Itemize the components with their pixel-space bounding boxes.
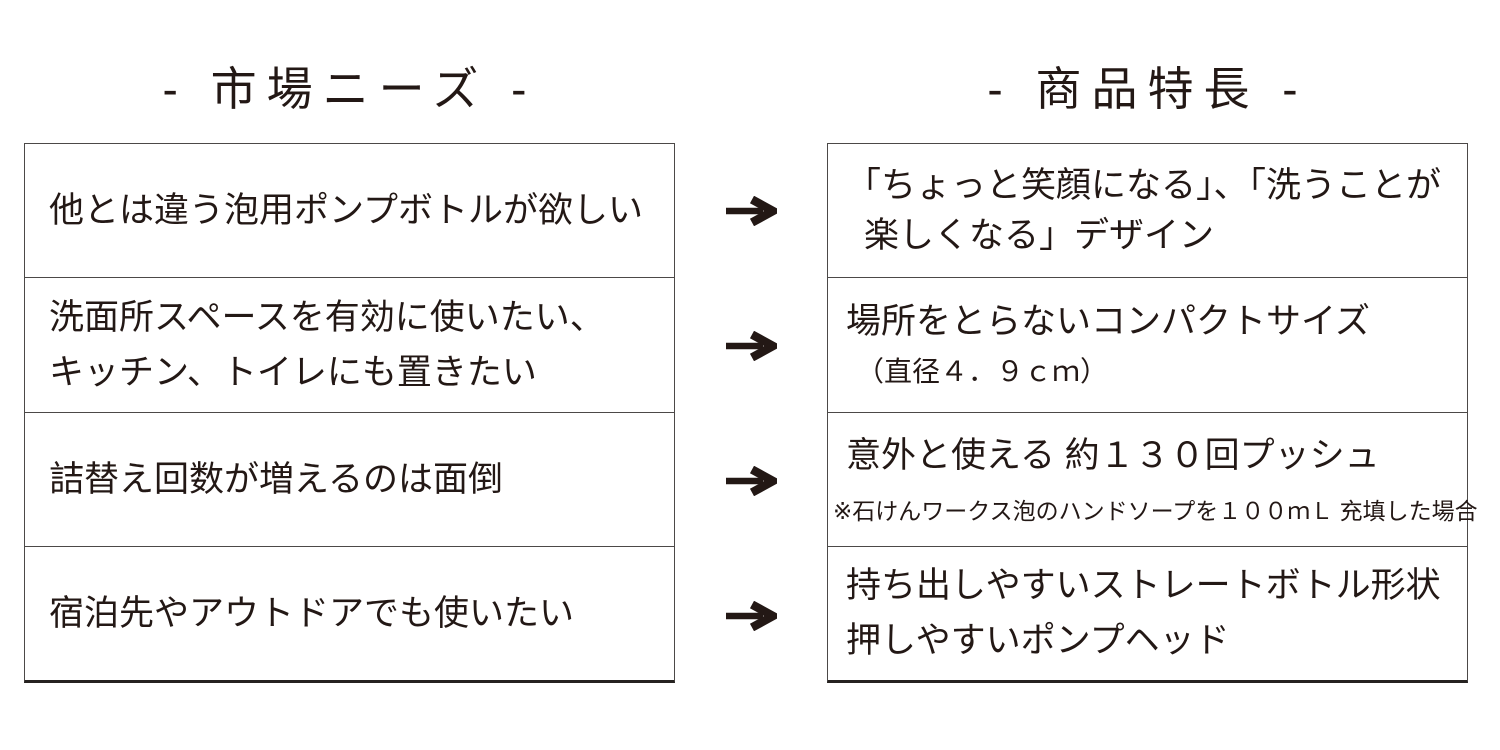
table-row: 「ちょっと笑顔になる」、「洗うことが 楽しくなる」デザイン: [828, 144, 1467, 277]
feature-text: 押しやすいポンプヘッド: [846, 621, 1230, 661]
right-arrow-icon: [726, 465, 777, 496]
market-needs-title: - 市場ニーズ -: [162, 63, 537, 115]
table-row: 他とは違う泡用ポンプボトルが欲しい: [25, 144, 674, 277]
arrow-cell: [675, 143, 827, 278]
arrow-cell: [675, 278, 827, 413]
right-arrow-icon: [726, 330, 777, 361]
table-row: 持ち出しやすいストレートボトル形状 押しやすいポンプヘッド: [828, 545, 1467, 680]
table-row: 洗面所スペースを有効に使いたい、 キッチン、トイレにも置きたい: [25, 277, 674, 411]
feature-footnote: ※石けんワークス泡のハンドソープを１００ｍＬ 充填した場合: [833, 497, 1478, 524]
product-features-table: 「ちょっと笑顔になる」、「洗うことが 楽しくなる」デザイン 場所をとらないコンパ…: [827, 143, 1478, 683]
right-arrow-icon: [726, 600, 777, 631]
right-arrow-icon: [726, 195, 777, 226]
arrow-cell: [675, 413, 827, 548]
need-text: キッチン、トイレにも置きたい: [49, 352, 537, 392]
table-row: 宿泊先やアウトドアでも使いたい: [25, 545, 674, 680]
product-features-title: - 商品特長 -: [987, 63, 1308, 115]
need-text: 宿泊先やアウトドアでも使いたい: [49, 593, 575, 633]
arrow-cell: [675, 548, 827, 683]
table-row: 意外と使える 約１３０回プッシュ ※石けんワークス泡のハンドソープを１００ｍＬ …: [828, 411, 1478, 546]
need-text: 他とは違う泡用ポンプボトルが欲しい: [49, 191, 643, 231]
arrow-column: [675, 143, 827, 683]
need-text: 洗面所スペースを有効に使いたい、: [49, 297, 605, 337]
feature-text: 意外と使える 約１３０回プッシュ: [846, 435, 1380, 475]
feature-text: 場所をとらないコンパクトサイズ: [846, 302, 1370, 342]
feature-text: 楽しくなる」デザイン: [864, 215, 1215, 255]
need-text: 詰替え回数が増えるのは面倒: [49, 459, 503, 499]
table-row: 場所をとらないコンパクトサイズ （直径４．９ｃｍ）: [828, 277, 1467, 411]
feature-text: 持ち出しやすいストレートボトル形状: [846, 566, 1441, 606]
table-row: 詰替え回数が増えるのは面倒: [25, 411, 674, 546]
feature-note: （直径４．９ｃｍ）: [856, 356, 1109, 388]
market-needs-table: 他とは違う泡用ポンプボトルが欲しい 洗面所スペースを有効に使いたい、 キッチン、…: [24, 143, 675, 683]
feature-text: 「ちょっと笑顔になる」、「洗うことが: [846, 165, 1442, 205]
